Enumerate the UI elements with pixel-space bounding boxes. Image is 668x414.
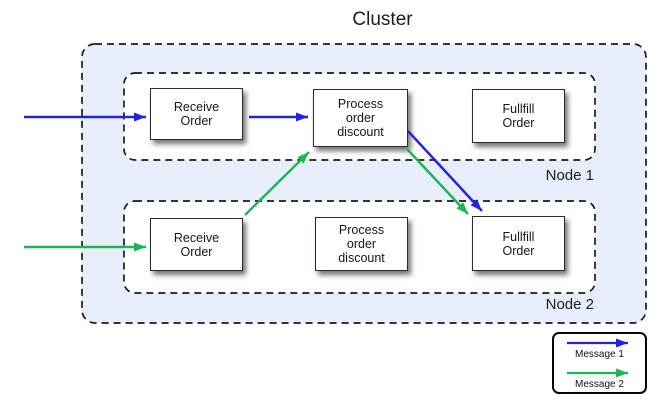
receive-order-label-node-1: Receive Order bbox=[173, 100, 220, 128]
message1-process-to-fullfill-arrow bbox=[407, 130, 483, 212]
receive-order-label-node-2: Receive Order bbox=[173, 230, 220, 259]
process-order-discount-label-node-1: Process order discount bbox=[337, 97, 384, 139]
process-order-discount-label-node-2: Process order discount bbox=[338, 223, 385, 265]
fullfill-order-label-node-2: Fullfill Order bbox=[502, 229, 535, 258]
fullfill-order-box-node-1: Fullfill Order bbox=[472, 89, 565, 143]
node-1-label: Node 1 bbox=[545, 167, 594, 184]
receive-order-box-node-1: Receive Order bbox=[150, 88, 243, 140]
message2-receive-to-process-arrow bbox=[244, 151, 310, 216]
legend-box: Message 1 Message 2 bbox=[552, 332, 647, 394]
cluster-title: Cluster bbox=[352, 9, 413, 30]
receive-order-box-node-2: Receive Order bbox=[150, 218, 243, 271]
fullfill-order-box-node-2: Fullfill Order bbox=[472, 216, 565, 271]
fullfill-order-label-node-1: Fullfill Order bbox=[502, 102, 535, 130]
message2-process-to-fullfill-arrow bbox=[406, 148, 469, 215]
legend-message-1-label: Message 1 bbox=[575, 349, 624, 360]
node-2-label: Node 2 bbox=[545, 296, 594, 313]
process-order-discount-box-node-2: Process order discount bbox=[315, 217, 408, 271]
legend-message-2-label: Message 2 bbox=[575, 379, 624, 390]
process-order-discount-box-node-1: Process order discount bbox=[313, 89, 408, 147]
